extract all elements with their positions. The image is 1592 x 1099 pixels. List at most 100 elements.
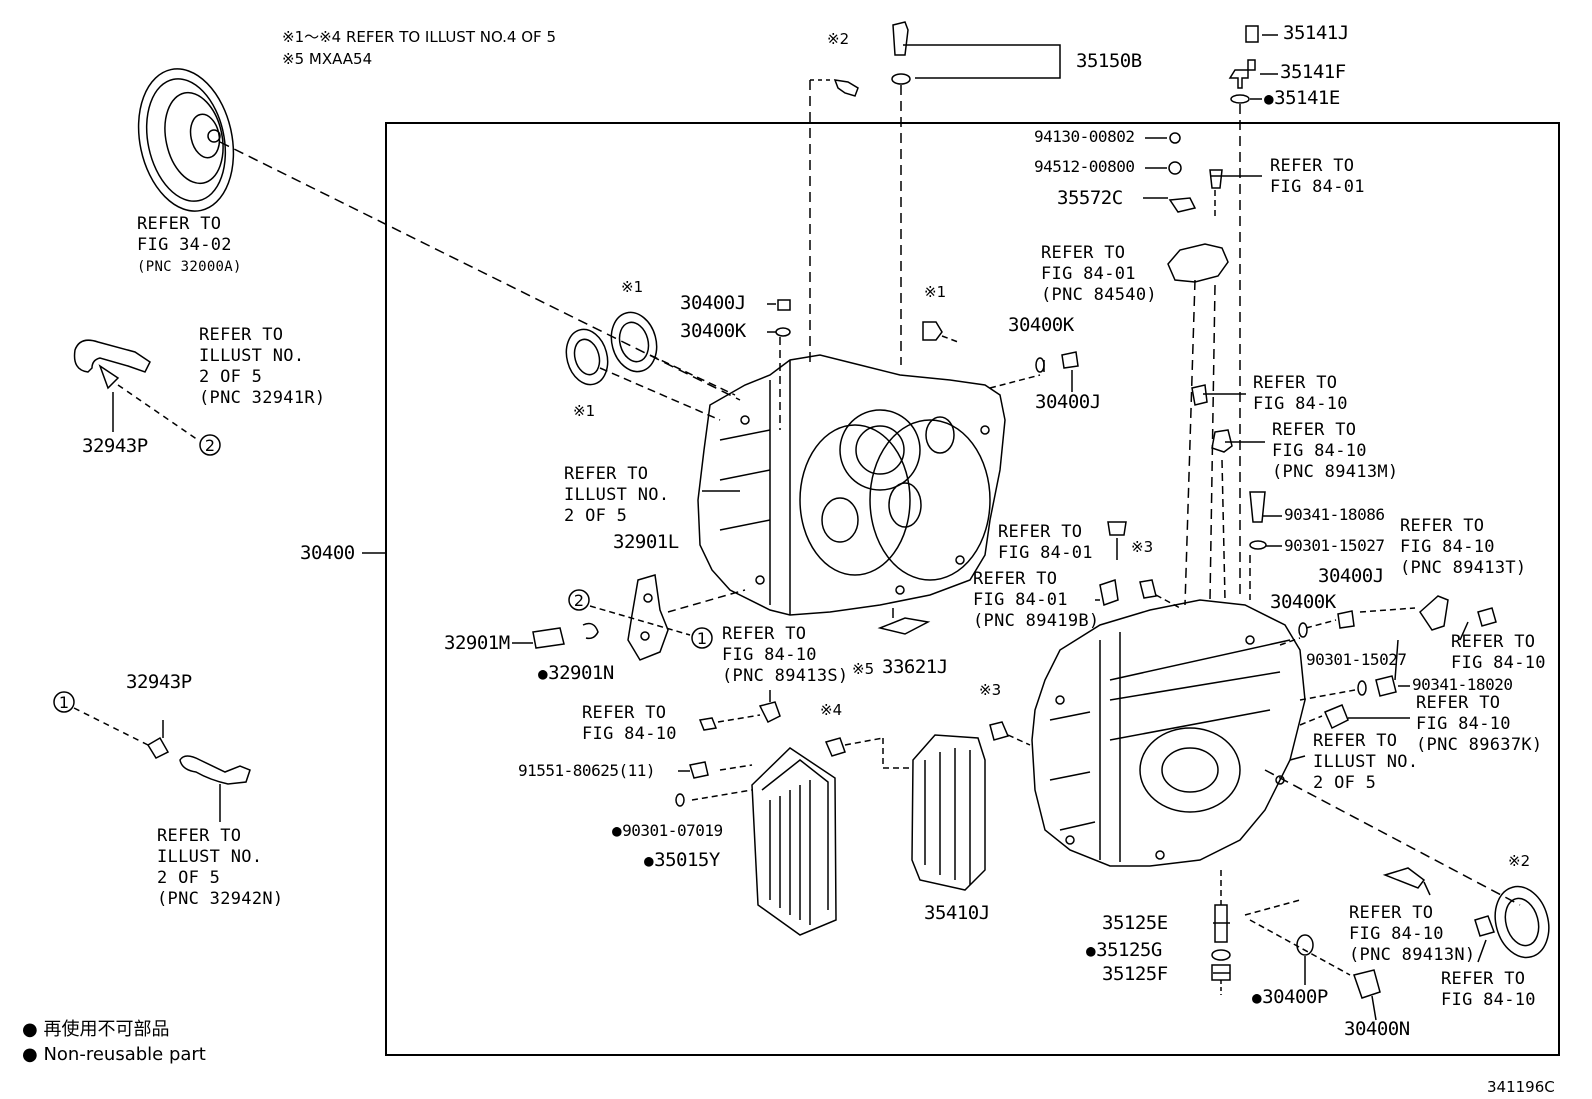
oil-hose-lower-drawing <box>146 736 251 785</box>
part-30400N[interactable]: 30400N <box>1344 1018 1410 1040</box>
part-35572C[interactable]: 35572C <box>1057 187 1123 209</box>
transmission-control-module-drawing <box>751 747 837 936</box>
ref-line: REFER TO <box>1441 969 1526 989</box>
ref-line: ILLUST NO. <box>564 485 670 505</box>
ref-line: REFER TO <box>1313 731 1398 751</box>
oil-seal-lower-drawing <box>1494 885 1550 959</box>
ref-line: FIG 84-10 <box>722 645 817 665</box>
drain-plug-drawing <box>1035 351 1079 373</box>
note-refer-illust: ※1～※4 REFER TO ILLUST NO.4 OF 5 <box>282 28 556 46</box>
marker-1-b: ※1 <box>573 402 595 420</box>
part-32943P-a[interactable]: 32943P <box>82 435 148 457</box>
part-90341-18086[interactable]: 90341-18086 <box>1284 505 1385 524</box>
ref-line: ILLUST NO. <box>157 847 263 867</box>
oil-cooler-pipe-drawing <box>891 21 1061 85</box>
part-90301-15027-a[interactable]: 90301-15027 <box>1284 536 1385 555</box>
torque-converter-drawing <box>137 68 235 212</box>
bolt-drawing <box>833 79 859 97</box>
oil-hose-upper-drawing <box>73 339 151 390</box>
ref-line: (PNC 32000A) <box>137 259 242 275</box>
ref-line: (PNC 89413N) <box>1349 945 1476 965</box>
marker-1-c: ※1 <box>924 283 946 301</box>
ref-line: (PNC 32942N) <box>157 889 284 909</box>
ref-line: 2 OF 5 <box>564 506 628 526</box>
ref-line: REFER TO <box>998 522 1083 542</box>
marker-3-b: ※3 <box>979 681 1001 699</box>
marker-2-top: ※2 <box>827 30 849 48</box>
ref-line: 2 OF 5 <box>157 868 221 888</box>
ref-line: FIG 84-01 <box>1270 177 1365 197</box>
ref-line: 2 OF 5 <box>199 367 263 387</box>
ref-line: ILLUST NO. <box>1313 752 1419 772</box>
bullet-icon: ● <box>22 1044 38 1065</box>
ref-line: REFER TO <box>722 624 807 644</box>
part-94512-00800[interactable]: 94512-00800 <box>1034 157 1135 176</box>
part-35410J[interactable]: 35410J <box>924 902 990 924</box>
part-90341-18020[interactable]: 90341-18020 <box>1412 675 1513 694</box>
part-32901M[interactable]: 32901M <box>444 632 510 654</box>
part-35125E[interactable]: 35125E <box>1102 912 1168 934</box>
part-30400P[interactable]: 30400P <box>1252 988 1328 1007</box>
part-30400J-c[interactable]: 30400J <box>1318 565 1384 587</box>
ref-line: FIG 84-10 <box>1400 537 1495 557</box>
part-33621J[interactable]: 33621J <box>882 656 948 678</box>
part-32901N[interactable]: 32901N <box>538 664 614 683</box>
part-35125G[interactable]: 35125G <box>1086 941 1162 960</box>
part-30400K-b[interactable]: 30400K <box>1008 314 1074 336</box>
ref-line: REFER TO <box>157 826 242 846</box>
oil-seal-drawings <box>565 311 658 386</box>
part-35150B[interactable]: 35150B <box>1076 50 1142 72</box>
part-30400J-b[interactable]: 30400J <box>1035 391 1101 413</box>
legend-non-reusable-en: ● Non-reusable part <box>22 1046 206 1064</box>
ref-line: FIG 34-02 <box>137 235 232 255</box>
part-35141J[interactable]: 35141J <box>1283 22 1349 44</box>
ref-line: FIG 84-10 <box>1451 653 1546 673</box>
circle-ref-2-a: 2 <box>205 436 215 455</box>
ref-line: REFER TO <box>1253 373 1338 393</box>
part-32901L[interactable]: 32901L <box>613 531 679 553</box>
part-90301-15027-b[interactable]: 90301-15027 <box>1306 650 1407 669</box>
part-94130-00802[interactable]: 94130-00802 <box>1034 127 1135 146</box>
part-32943P-b[interactable]: 32943P <box>126 671 192 693</box>
ref-line: (PNC 89413S) <box>722 666 849 686</box>
ref-line: REFER TO <box>564 464 649 484</box>
ref-line: REFER TO <box>973 569 1058 589</box>
part-30400[interactable]: 30400 <box>300 542 355 564</box>
ref-line: FIG 84-10 <box>1272 441 1367 461</box>
ref-line: (PNC 89413T) <box>1400 558 1527 578</box>
part-90301-07019[interactable]: 90301-07019 <box>612 823 723 839</box>
part-35015Y[interactable]: 35015Y <box>644 851 720 870</box>
ref-line: (PNC 89637K) <box>1416 735 1543 755</box>
part-91551-80625[interactable]: 91551-80625(11) <box>518 761 656 780</box>
transaxle-case-drawing <box>697 354 1006 616</box>
marker-1-a: ※1 <box>621 278 643 296</box>
part-30400J-a[interactable]: 30400J <box>680 292 746 314</box>
part-35125F[interactable]: 35125F <box>1102 963 1168 985</box>
assembly-boundary <box>385 122 1560 1056</box>
part-35141E[interactable]: 35141E <box>1264 89 1340 108</box>
part-30400K-c[interactable]: 30400K <box>1270 591 1336 613</box>
marker-5: ※5 <box>852 660 874 678</box>
ref-line: (PNC 89413M) <box>1272 462 1399 482</box>
circle-ref-1-a: 1 <box>59 693 69 712</box>
part-30400K-a[interactable]: 30400K <box>680 320 746 342</box>
part-35141F[interactable]: 35141F <box>1280 61 1346 83</box>
